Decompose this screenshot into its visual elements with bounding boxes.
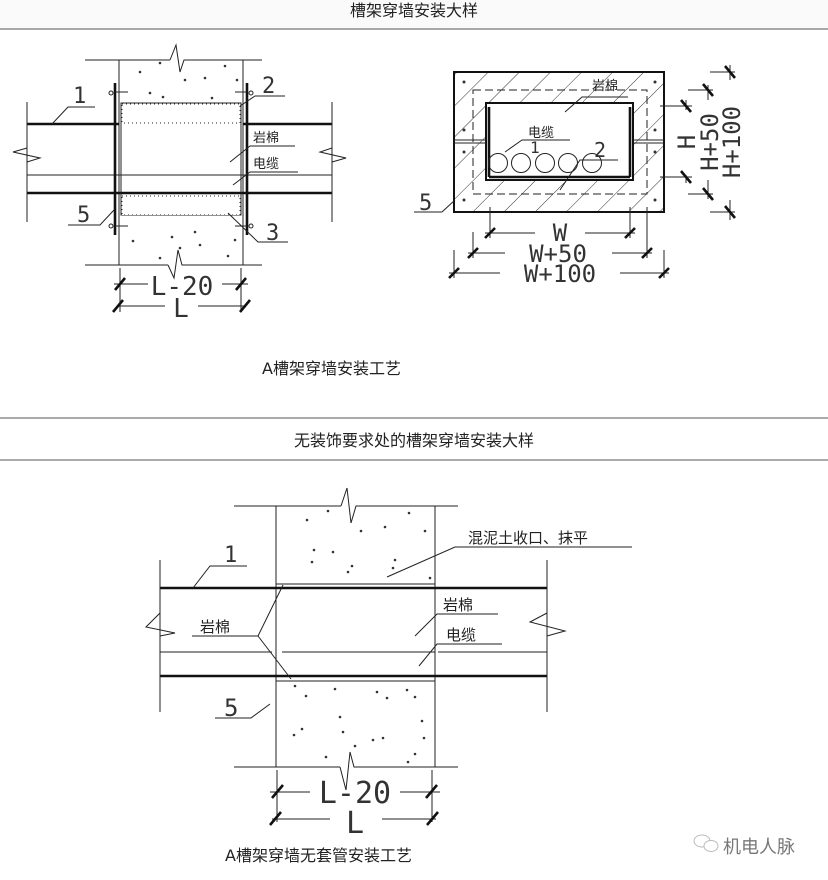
section2-title: 无装饰要求处的槽架穿墙安装大样 (294, 431, 534, 450)
bottom-label-rockwool-left: 岩棉 (200, 618, 230, 636)
dim-l: L (173, 294, 189, 324)
section-label-2: 2 (594, 138, 606, 162)
dim-w: W (553, 219, 568, 247)
dim-h-plus-50: H+50 (696, 113, 724, 171)
label-3: 3 (266, 221, 279, 246)
bottom-dim-l: L (346, 806, 364, 841)
side-view-without-sleeve (144, 487, 632, 826)
section-label-cable: 电缆 (528, 125, 554, 141)
bottom-label-rockwool-right: 岩棉 (443, 596, 473, 614)
watermark-text: 机电人脉 (723, 837, 795, 858)
section-label-1: 1 (530, 138, 540, 157)
label-concrete-finish: 混泥土收口、抹平 (468, 529, 588, 547)
section1-title: 槽架穿墙安装大样 (350, 1, 478, 20)
label-cable: 电缆 (253, 156, 279, 172)
label-5: 5 (77, 203, 90, 228)
dim-h-plus-100: H+100 (718, 106, 746, 178)
side-view-dimensions (112, 268, 251, 313)
label-2: 2 (262, 74, 275, 99)
bottom-label-1: 1 (224, 543, 237, 568)
bottom-label-cable: 电缆 (446, 626, 476, 644)
caption-1: A槽架穿墙安装工艺 (262, 359, 401, 378)
label-1: 1 (73, 84, 86, 109)
section-label-5: 5 (419, 191, 432, 216)
tray-cross-section (414, 65, 736, 279)
label-rockwool: 岩棉 (253, 131, 279, 146)
dim-h: H (673, 135, 701, 149)
bottom-dim-l-minus-20: L-20 (319, 776, 391, 811)
wechat-icon (693, 834, 719, 852)
section-label-rockwool: 岩棉 (592, 79, 618, 94)
dim-w-plus-50: W+50 (529, 240, 587, 268)
bottom-label-5: 5 (224, 694, 238, 722)
side-view-with-sleeve (12, 43, 347, 280)
header-band (0, 0, 828, 29)
caption-2: A槽架穿墙无套管安装工艺 (225, 846, 412, 865)
dim-l-minus-20: L-20 (151, 272, 214, 302)
dim-w-plus-100: W+100 (524, 260, 596, 288)
